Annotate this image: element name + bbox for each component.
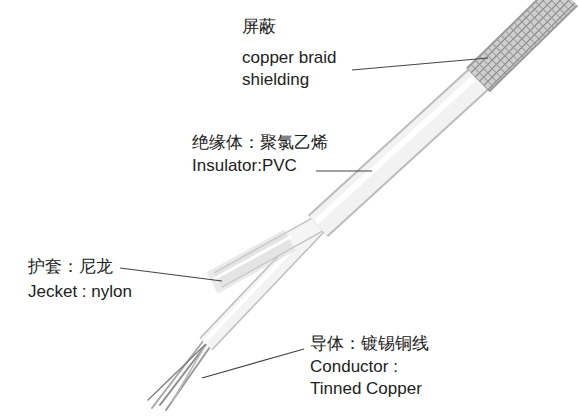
- part-label: 护套：尼龙: [28, 256, 113, 278]
- pvc-insulator: [316, 78, 480, 226]
- braid-shielding: [478, 0, 566, 80]
- part-label: 导体：镀锡铜线: [310, 333, 429, 355]
- part-label: Insulator:PVC: [192, 155, 297, 177]
- conductor-strands: [148, 340, 212, 410]
- nylon-jacket: [212, 222, 322, 283]
- part-label: 屏蔽: [242, 16, 276, 38]
- leader-lines: [120, 58, 488, 378]
- part-label: Jecket : nylon: [28, 281, 132, 303]
- part-label: Conductor : Tinned Copper: [310, 356, 438, 400]
- insulated-wire: [204, 222, 322, 344]
- part-label: copper braid shielding: [242, 47, 360, 91]
- part-label: 绝缘体：聚氯乙烯: [192, 132, 328, 154]
